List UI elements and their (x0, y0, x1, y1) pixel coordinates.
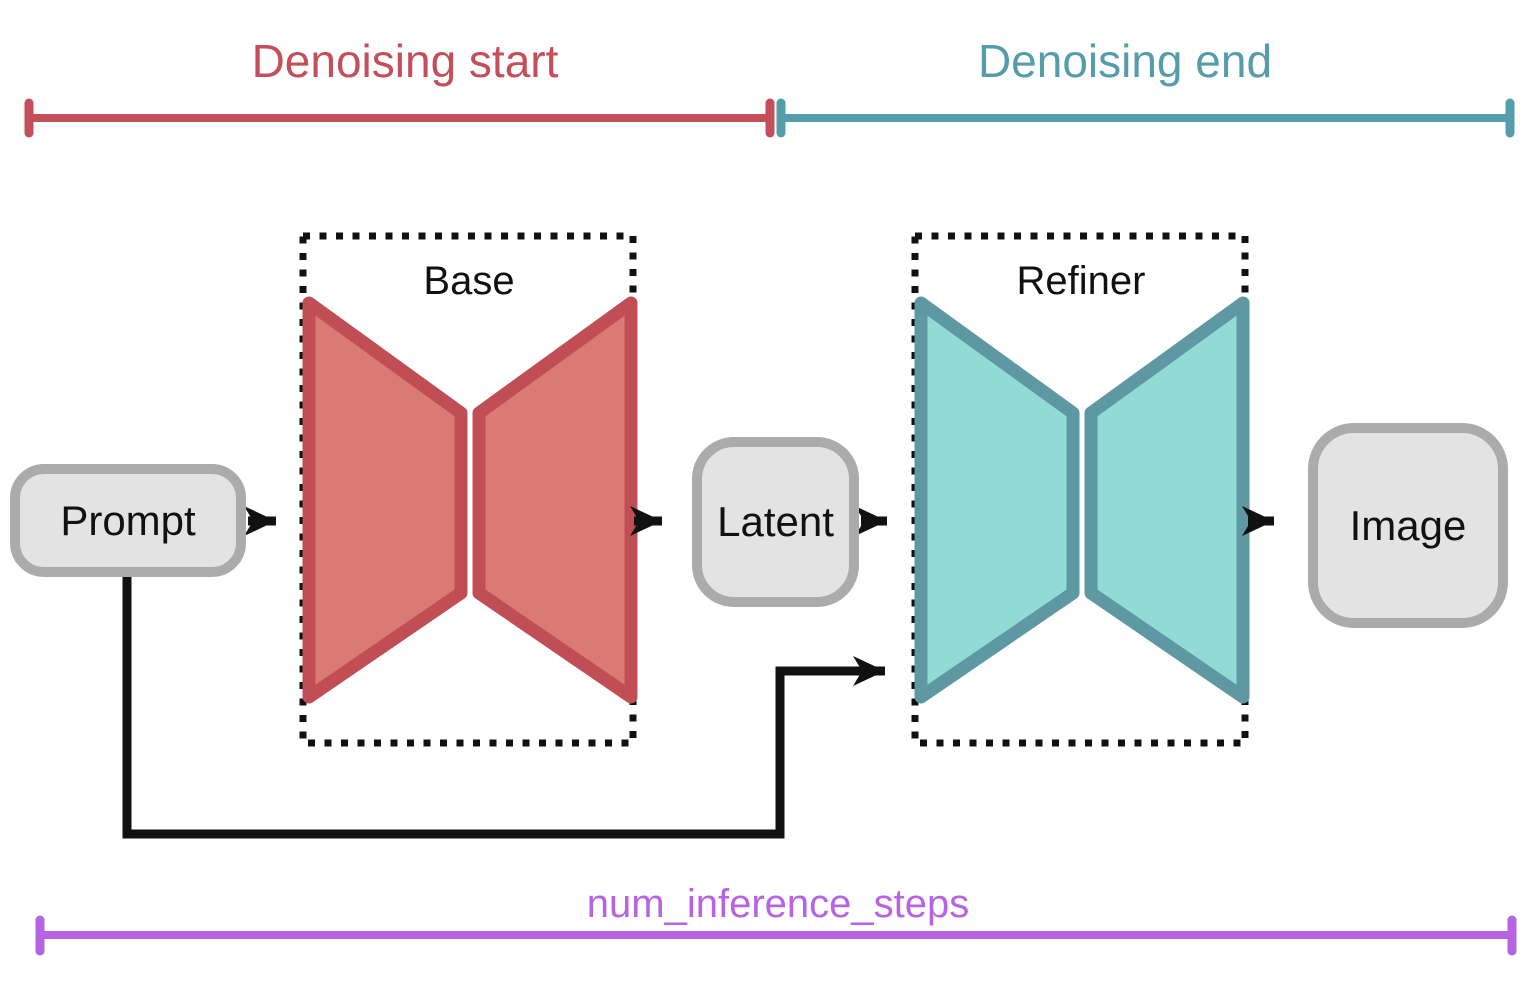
arrow-prompt-to-refiner (122, 577, 885, 839)
denoising-end-label: Denoising end (977, 35, 1273, 87)
image-label: Image (1349, 501, 1467, 549)
base-decoder-shape (472, 296, 638, 704)
base-encoder-shape (302, 296, 468, 704)
num-inference-steps-label: num_inference_steps (586, 882, 970, 926)
refiner-encoder-shape (914, 296, 1080, 704)
refiner-decoder-shape (1084, 296, 1250, 704)
latent-label: Latent (717, 498, 834, 545)
base-label: Base (423, 259, 515, 303)
denoising-start-range-line (24, 98, 775, 138)
refiner-label: Refiner (1016, 259, 1146, 303)
image-node: Image (1308, 423, 1508, 628)
denoising-end-range-line (776, 98, 1515, 138)
prompt-node: Prompt (10, 464, 246, 577)
latent-node: Latent (692, 437, 859, 607)
num-inference-steps-range-line (35, 915, 1517, 956)
prompt-label: Prompt (60, 496, 196, 544)
denoising-start-label: Denoising start (251, 35, 559, 87)
